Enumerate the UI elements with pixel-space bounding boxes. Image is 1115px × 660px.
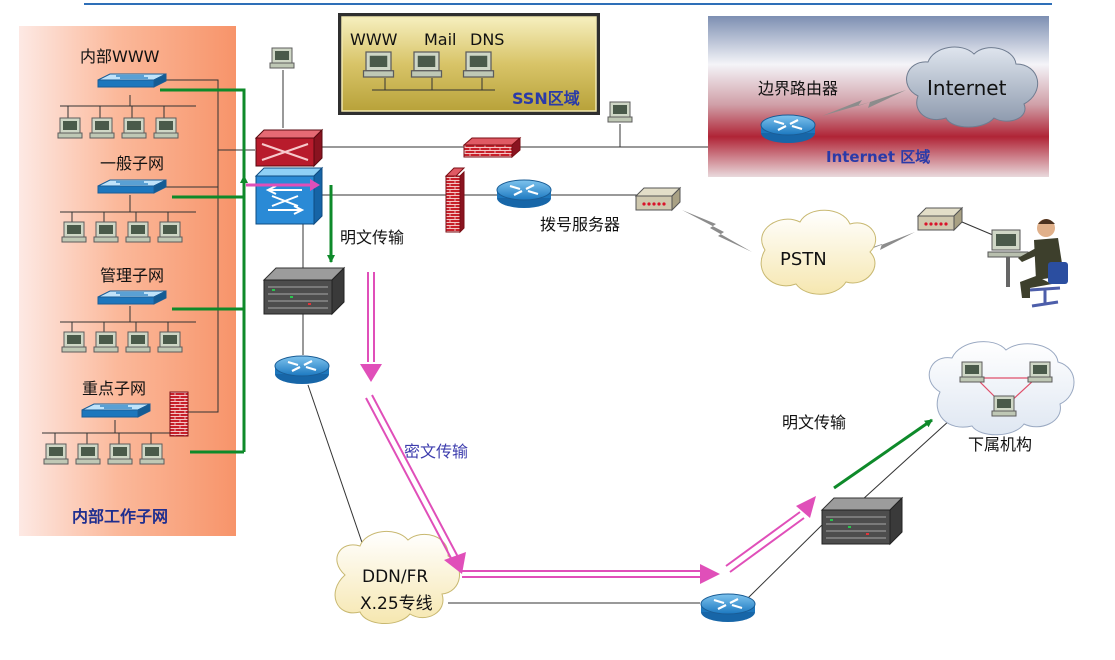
switch-management-subnet (97, 290, 167, 305)
ssn-server-mail: Mail (424, 30, 457, 49)
internal-zone-title: 内部工作子网 (72, 507, 168, 526)
plain-transfer-label-2: 明文传输 (782, 413, 846, 432)
subnet-uplink-arrows (160, 88, 248, 454)
dial-link-bolt (682, 210, 752, 252)
internal-zone-links (42, 79, 255, 444)
wan-cloud-label-line2: X.25专线 (360, 594, 433, 614)
internet-cloud-label: Internet (927, 76, 1007, 100)
dial-firewall-icon (444, 167, 466, 234)
switch-internal-www (97, 73, 167, 88)
subnet-label-internal-www: 内部WWW (80, 47, 160, 66)
plain-transfer-label-1: 明文传输 (340, 228, 404, 247)
switch-key-subnet (81, 403, 151, 418)
remote-modem (917, 207, 963, 231)
subnet-label-general: 一般子网 (100, 154, 164, 173)
ssn-firewall-icon (462, 136, 522, 159)
plain-transfer-arrow-2 (833, 418, 933, 490)
encrypted-transfer-label: 密文传输 (404, 442, 468, 461)
subnet-label-management: 管理子网 (100, 266, 164, 285)
ssn-server-pcs (362, 51, 495, 78)
core-links (282, 70, 951, 604)
branch-router (699, 592, 757, 624)
internet-zone-title: Internet 区域 (826, 148, 930, 166)
remote-user-icon (987, 219, 1068, 308)
switch-general-subnet (97, 179, 167, 194)
core-switch-icon (254, 166, 324, 226)
internet-link-bolt (822, 90, 906, 116)
wan-cloud-label-line1: DDN/FR (362, 567, 428, 587)
border-router-label: 边界路由器 (758, 79, 838, 98)
ssn-zone-title: SSN区域 (512, 89, 580, 108)
dial-modem (635, 187, 681, 211)
hq-router (273, 354, 331, 386)
ssn-workstation (607, 101, 633, 123)
branch-label: 下属机构 (968, 435, 1032, 454)
wan-cloud (334, 530, 460, 625)
core-firewall-icon (254, 128, 324, 168)
internet-cloud (906, 46, 1039, 128)
subnet-label-key: 重点子网 (82, 379, 146, 398)
dial-server-router (495, 178, 553, 210)
dial-server-label: 拨号服务器 (540, 215, 620, 234)
monitoring-workstation (269, 47, 295, 69)
pstn-cloud (760, 209, 876, 295)
encrypted-transfer-arrows (365, 272, 805, 578)
ssn-server-dns: DNS (470, 30, 504, 49)
branch-cloud (928, 341, 1075, 436)
branch-encryption-chassis (821, 497, 903, 545)
ssn-server-www: WWW (350, 30, 398, 49)
hq-encryption-chassis (263, 267, 345, 315)
border-router (759, 113, 817, 145)
key-subnet-firewall-icon (169, 391, 189, 437)
pstn-label: PSTN (780, 249, 827, 270)
